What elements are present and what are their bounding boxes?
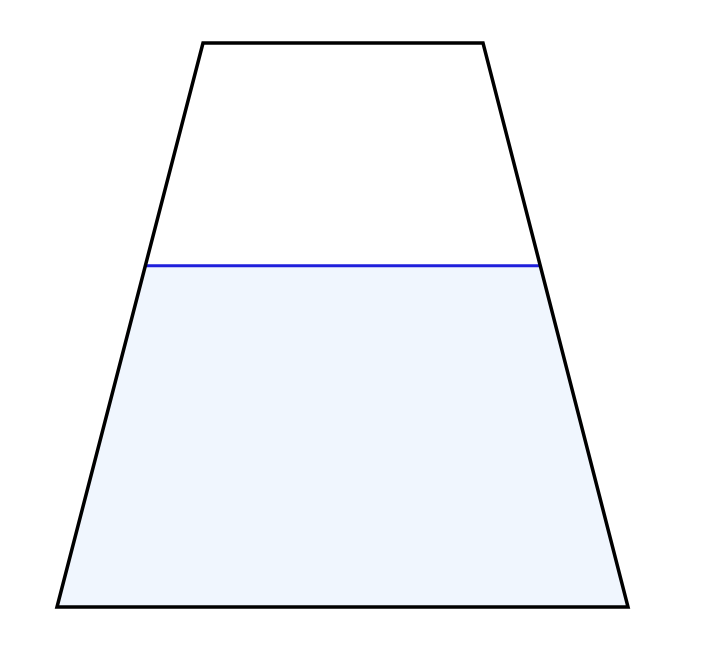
trapezoid-outline (54, 41, 631, 609)
liquid-fill-region (57, 265, 628, 607)
